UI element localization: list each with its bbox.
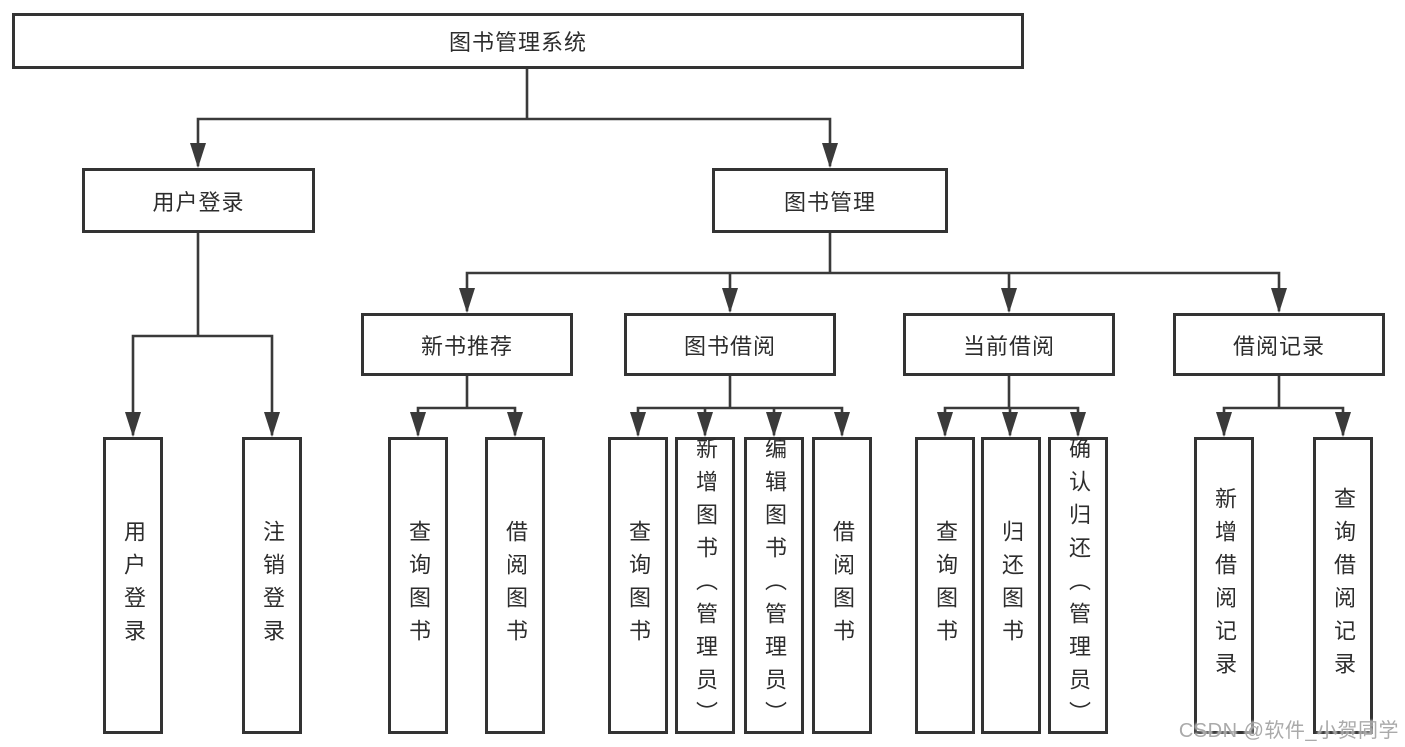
connector-book-management-branch [459,231,1287,313]
node-add-borrow-record: 新增借阅记录 [1194,437,1254,734]
arrowhead [937,412,953,437]
node-confirm-return-admin: 确认归还（管理员） [1048,437,1108,734]
node-recommend-borrow-books: 借阅图书 [485,437,545,734]
arrowhead [1271,288,1287,313]
node-label: 查询图书 [626,519,651,652]
arrowhead [1001,288,1017,313]
csdn-watermark: CSDN @软件_小贺同学 [1178,720,1399,742]
node-label: 注销登录 [260,519,285,652]
node-book-management: 图书管理 [712,168,948,233]
connector-line [1222,374,1345,436]
node-label: 新增图书（管理员） [693,437,718,734]
node-label: 用户登录 [152,189,245,215]
connector-line [465,231,1281,312]
arrowhead [1070,412,1086,437]
connector-book-borrowing-branch [630,374,850,437]
node-borrowing-search-books: 查询图书 [608,437,668,734]
node-current-borrowing: 当前借阅 [903,313,1115,376]
node-label: 编辑图书（管理员） [762,437,787,734]
node-label: 当前借阅 [962,333,1055,359]
node-borrowing-records: 借阅记录 [1173,313,1385,376]
node-return-books: 归还图书 [981,437,1041,734]
node-label: 确认归还（管理员） [1066,437,1091,734]
arrowhead [410,412,426,437]
node-label: 查询图书 [406,519,431,652]
node-borrowing-borrow-books: 借阅图书 [812,437,872,734]
node-label: 查询借阅记录 [1331,486,1356,685]
node-search-borrow-record: 查询借阅记录 [1313,437,1373,734]
arrowhead [766,412,782,437]
node-edit-books-admin: 编辑图书（管理员） [744,437,804,734]
node-label: 查询图书 [933,519,958,652]
node-add-books-admin: 新增图书（管理员） [675,437,735,734]
node-label: 新书推荐 [420,333,513,359]
connector-line [416,374,517,436]
node-library-management-system: 图书管理系统 [12,13,1024,69]
arrowhead [459,288,475,313]
connector-borrowing-records-branch [1216,374,1351,437]
node-user-login-action: 用户登录 [103,437,163,734]
connector-line [636,374,844,436]
arrowhead [697,412,713,437]
arrowhead [264,412,280,437]
arrowhead [190,143,206,168]
node-label: 图书管理 [783,189,876,215]
arrowhead [507,412,523,437]
node-recommend-search-books: 查询图书 [388,437,448,734]
connector-root-branch [190,67,838,168]
arrowhead [1002,412,1018,437]
node-book-borrowing: 图书借阅 [624,313,836,376]
node-logout-action: 注销登录 [242,437,302,734]
connector-line [196,67,832,167]
node-label: 借阅图书 [830,519,855,652]
arrowhead [1335,412,1351,437]
node-label: 图书借阅 [683,333,776,359]
arrowhead [834,412,850,437]
node-label: 图书管理系统 [448,30,587,55]
node-label: 借阅图书 [503,519,528,652]
node-new-book-recommendation: 新书推荐 [361,313,573,376]
connector-new-book-branch [410,374,523,437]
arrowhead [630,412,646,437]
connector-current-borrowing-branch [937,374,1086,437]
node-current-search-books: 查询图书 [915,437,975,734]
arrowhead [722,288,738,313]
node-label: 新增借阅记录 [1212,486,1237,685]
node-label: 借阅记录 [1232,333,1325,359]
arrowhead [822,143,838,168]
node-label: 用户登录 [121,519,146,652]
connector-user-login-branch [125,231,280,437]
node-user-login: 用户登录 [82,168,315,233]
arrowhead [125,412,141,437]
arrowhead [1216,412,1232,437]
node-label: 归还图书 [999,519,1024,652]
connector-line [131,231,274,436]
